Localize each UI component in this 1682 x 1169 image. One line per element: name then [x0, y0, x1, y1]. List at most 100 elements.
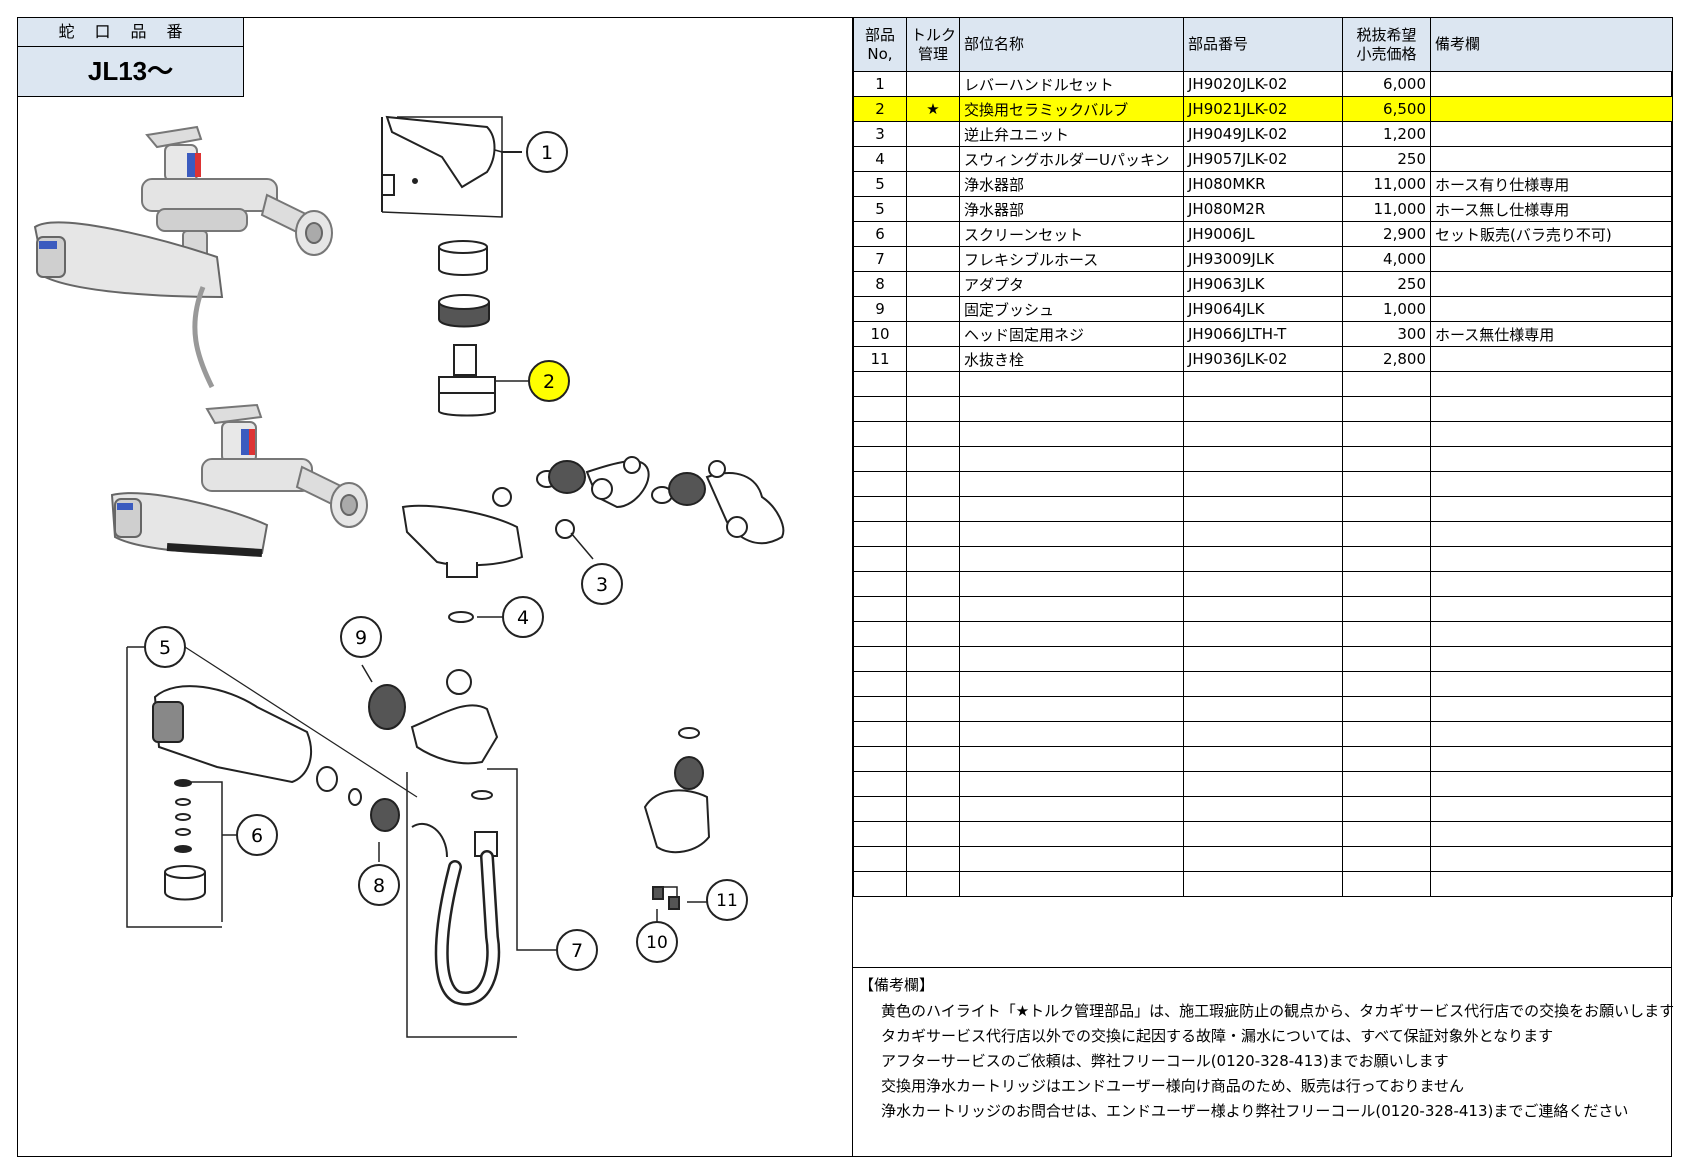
cell-name: 交換用セラミックバルブ — [959, 96, 1184, 122]
cell-remarks: ホース無仕様専用 — [1430, 321, 1673, 347]
svg-text:7: 7 — [571, 940, 583, 962]
cell-no — [853, 421, 907, 447]
empty-table-row — [853, 446, 1673, 472]
cell-name — [959, 796, 1184, 822]
cell-no — [853, 471, 907, 497]
cell-part-number — [1183, 546, 1343, 572]
cell-part-number — [1183, 396, 1343, 422]
cell-torque — [906, 121, 960, 147]
cell-name: 水抜き栓 — [959, 346, 1184, 372]
cell-torque — [906, 296, 960, 322]
cell-part-number — [1183, 746, 1343, 772]
part-check-valve-and-packing — [448, 532, 594, 623]
cell-price — [1342, 371, 1431, 397]
empty-table-row — [853, 546, 1673, 572]
faucet-model-value: JL13～ — [18, 47, 243, 96]
cell-no: 8 — [853, 271, 907, 297]
cell-part-number: JH9049JLK-02 — [1183, 121, 1343, 147]
cell-name — [959, 721, 1184, 747]
callout-3: 3 — [581, 563, 623, 605]
cell-price — [1342, 646, 1431, 672]
cell-remarks — [1430, 446, 1673, 472]
cell-torque — [906, 446, 960, 472]
cell-part-number — [1183, 496, 1343, 522]
cell-no — [853, 496, 907, 522]
cell-price — [1342, 546, 1431, 572]
cell-part-number: JH9066JLTH-T — [1183, 321, 1343, 347]
cell-price — [1342, 721, 1431, 747]
cell-torque — [906, 546, 960, 572]
svg-text:8: 8 — [373, 875, 385, 897]
cell-remarks — [1430, 671, 1673, 697]
note-line: 黄色のハイライト「★トルク管理部品」は、施工瑕疵防止の観点から、タカギサービス代… — [881, 1002, 1675, 1020]
cell-part-number — [1183, 771, 1343, 797]
cell-no — [853, 396, 907, 422]
cell-name — [959, 571, 1184, 597]
cell-torque — [906, 846, 960, 872]
cell-remarks — [1430, 771, 1673, 797]
cell-part-number — [1183, 796, 1343, 822]
cell-price: 2,900 — [1342, 221, 1431, 247]
cell-remarks — [1430, 571, 1673, 597]
svg-text:6: 6 — [251, 825, 263, 847]
cell-remarks — [1430, 146, 1673, 172]
cell-torque — [906, 321, 960, 347]
col-header-torque: トルク管理 — [906, 17, 960, 72]
cell-price — [1342, 871, 1431, 897]
cell-remarks — [1430, 821, 1673, 847]
note-line: 交換用浄水カートリッジはエンドユーザー様向け商品のため、販売は行っておりません — [881, 1077, 1465, 1095]
empty-table-row — [853, 821, 1673, 847]
cell-remarks — [1430, 621, 1673, 647]
notes-title: 【備考欄】 — [859, 976, 935, 994]
cell-name: フレキシブルホース — [959, 246, 1184, 272]
cell-no: 7 — [853, 246, 907, 272]
cell-part-number: JH080M2R — [1183, 196, 1343, 222]
cell-torque — [906, 221, 960, 247]
cell-part-number — [1183, 846, 1343, 872]
callout-2: 2 — [528, 360, 570, 402]
cell-price: 1,000 — [1342, 296, 1431, 322]
cell-remarks — [1430, 871, 1673, 897]
cell-name — [959, 521, 1184, 547]
cell-no — [853, 371, 907, 397]
cell-remarks: セット販売(バラ売り不可) — [1430, 221, 1673, 247]
cell-no — [853, 671, 907, 697]
cell-price — [1342, 421, 1431, 447]
cell-part-number: JH9021JLK-02 — [1183, 96, 1343, 122]
col-header-part-number: 部品番号 — [1183, 17, 1343, 72]
cell-torque: ★ — [906, 96, 960, 122]
part-faucet-body — [401, 456, 785, 578]
cell-name — [959, 696, 1184, 722]
cell-name — [959, 821, 1184, 847]
faucet-photo-without-hose — [110, 403, 368, 557]
cell-torque — [906, 821, 960, 847]
cell-part-number — [1183, 671, 1343, 697]
empty-table-row — [853, 696, 1673, 722]
cell-no: 10 — [853, 321, 907, 347]
cell-no — [853, 546, 907, 572]
cell-remarks — [1430, 521, 1673, 547]
svg-text:2: 2 — [543, 371, 555, 393]
note-line: 浄水カートリッジのお問合せは、エンドユーザー様より弊社フリーコール(0120-3… — [881, 1102, 1629, 1120]
cell-remarks — [1430, 496, 1673, 522]
cell-torque — [906, 146, 960, 172]
cell-no — [853, 721, 907, 747]
cell-price: 250 — [1342, 271, 1431, 297]
cell-name — [959, 546, 1184, 572]
cell-remarks — [1430, 646, 1673, 672]
svg-text:10: 10 — [646, 933, 668, 953]
cell-price — [1342, 571, 1431, 597]
cell-price: 4,000 — [1342, 246, 1431, 272]
faucet-model-label: 蛇口品番 — [18, 18, 243, 47]
callout-8: 8 — [358, 864, 400, 906]
cell-no — [853, 796, 907, 822]
column-divider — [852, 17, 853, 1157]
cell-name — [959, 421, 1184, 447]
